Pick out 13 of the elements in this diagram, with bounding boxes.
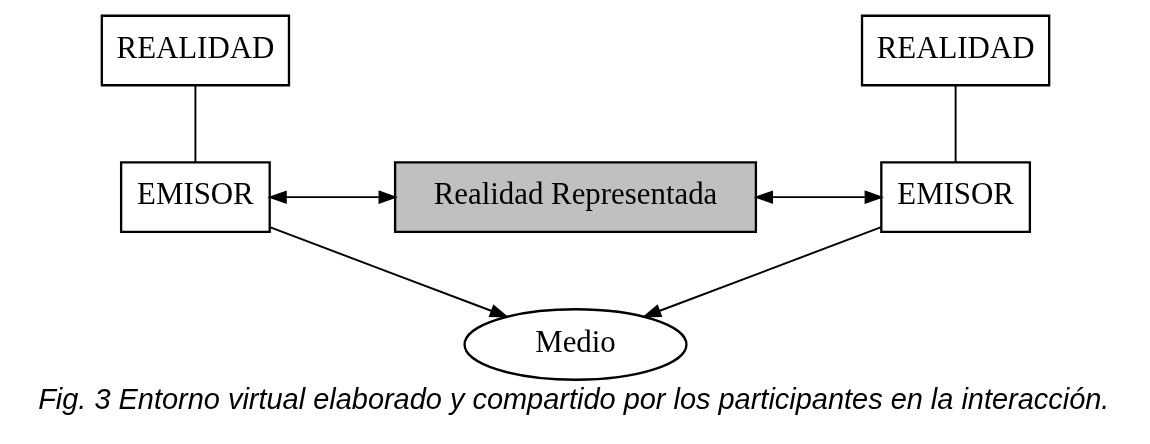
arrow xyxy=(641,226,881,318)
arrow xyxy=(753,190,884,204)
connector xyxy=(954,84,957,164)
node-box: EMISOR xyxy=(119,161,271,234)
node-box: REALIDAD xyxy=(100,14,290,87)
node-box: Realidad Representada xyxy=(393,161,757,234)
caption: Fig. 3 Entorno virtual elaborado y compartido por los participantes en la interacción. xyxy=(37,382,1109,415)
node-ellipse: Medio xyxy=(462,308,688,381)
arrow xyxy=(266,190,398,204)
arrow xyxy=(269,226,509,318)
node-box: EMISOR xyxy=(879,161,1031,234)
connector xyxy=(193,84,196,164)
node-box: REALIDAD xyxy=(860,14,1050,87)
